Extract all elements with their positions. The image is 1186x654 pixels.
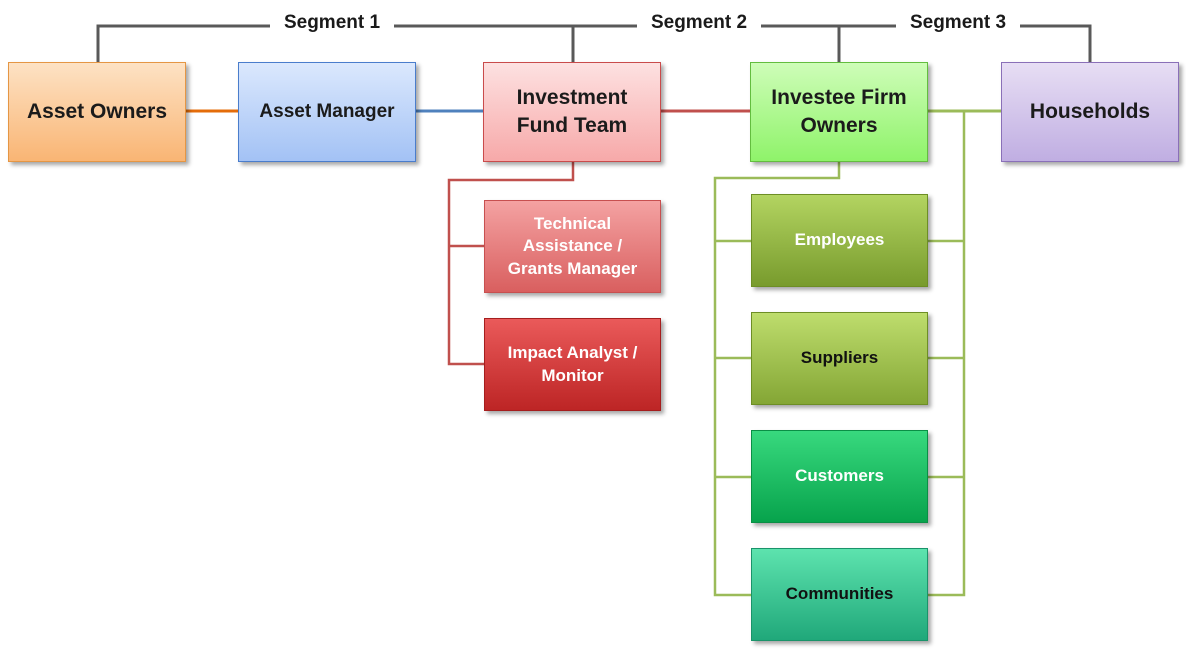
asset-owners-label: Asset Owners (26, 100, 168, 124)
segment-1-label: Segment 1 (270, 9, 394, 37)
impact-analyst-label-line-1: Impact Analyst / (507, 343, 638, 363)
segment-3-label: Segment 3 (896, 9, 1020, 37)
segment-bracket-line (96, 24, 1092, 62)
asset-owners-box: Asset Owners (8, 62, 186, 162)
link-investee-stakeholders (713, 162, 841, 597)
link-households-stakeholders (928, 111, 966, 597)
technical-assistance-label-line-2: Assistance / (522, 236, 623, 256)
employees-label: Employees (794, 230, 885, 250)
investee-firm-owners-box: Investee Firm Owners (750, 62, 928, 162)
segment-2-label: Segment 2 (637, 9, 761, 37)
investee-firm-owners-label-line-1: Investee Firm (771, 86, 907, 110)
customers-label: Customers (795, 466, 884, 486)
investment-fund-team-label-line-1: Investment (516, 86, 628, 110)
customers-box: Customers (751, 430, 928, 523)
impact-analyst-box: Impact Analyst / Monitor (484, 318, 661, 411)
investee-firm-owners-label-line-2: Owners (800, 114, 878, 137)
households-label: Households (1029, 100, 1151, 124)
households-box: Households (1001, 62, 1179, 162)
impact-analyst-label-line-2: Monitor (541, 365, 604, 385)
link-fund-children (447, 162, 575, 366)
suppliers-label: Suppliers (800, 348, 879, 368)
investment-fund-team-label-line-2: Fund Team (516, 114, 628, 137)
asset-manager-label: Asset Manager (259, 101, 395, 123)
suppliers-box: Suppliers (751, 312, 928, 405)
employees-box: Employees (751, 194, 928, 287)
technical-assistance-label-line-1: Technical (533, 213, 612, 233)
technical-assistance-label-line-3: Grants Manager (507, 258, 638, 278)
investment-fund-team-box: Investment Fund Team (483, 62, 661, 162)
communities-label: Communities (785, 584, 894, 604)
communities-box: Communities (751, 548, 928, 641)
technical-assistance-box: Technical Assistance / Grants Manager (484, 200, 661, 293)
asset-manager-box: Asset Manager (238, 62, 416, 162)
